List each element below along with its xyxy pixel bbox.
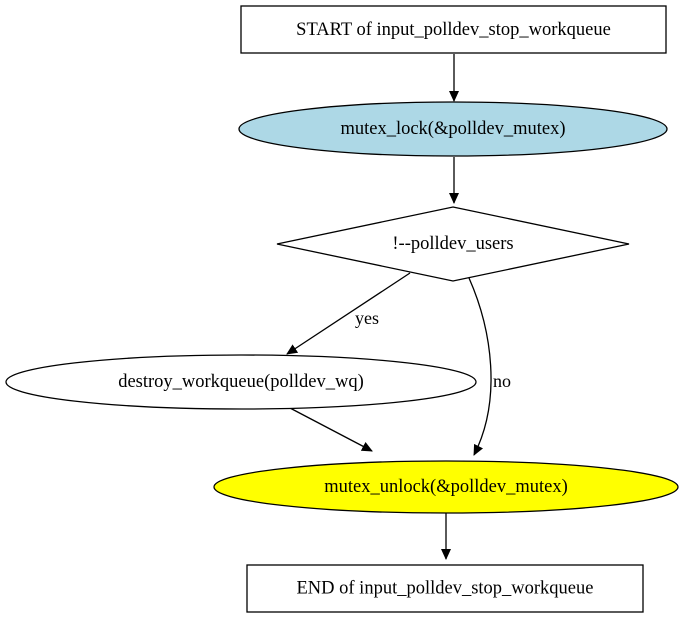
edge-label-no: no (493, 371, 511, 391)
edge-label-yes: yes (355, 308, 379, 328)
node-end-label: END of input_polldev_stop_workqueue (297, 579, 594, 599)
edge-destroy-to-unlock (289, 407, 373, 452)
node-destroy: destroy_workqueue(polldev_wq) (5, 354, 477, 410)
node-unlock-label: mutex_unlock(&polldev_mutex) (324, 477, 568, 497)
node-start-label: START of input_polldev_stop_workqueue (296, 20, 611, 40)
node-lock-shape (238, 101, 668, 157)
node-lock-label: mutex_lock(&polldev_mutex) (340, 119, 565, 139)
edge-decision-to-destroy (286, 272, 411, 355)
node-decision: !--polldev_users (276, 206, 630, 282)
node-unlock-shape (213, 460, 679, 514)
node-destroy-label: destroy_workqueue(polldev_wq) (118, 372, 364, 392)
node-lock: mutex_lock(&polldev_mutex) (238, 101, 668, 157)
edge-decision-to-unlock (468, 277, 492, 456)
decision-diamond (276, 206, 630, 282)
node-end: END of input_polldev_stop_workqueue (246, 564, 644, 613)
node-start: START of input_polldev_stop_workqueue (240, 5, 667, 54)
node-unlock: mutex_unlock(&polldev_mutex) (213, 460, 679, 514)
node-decision-label: !--polldev_users (392, 234, 513, 254)
